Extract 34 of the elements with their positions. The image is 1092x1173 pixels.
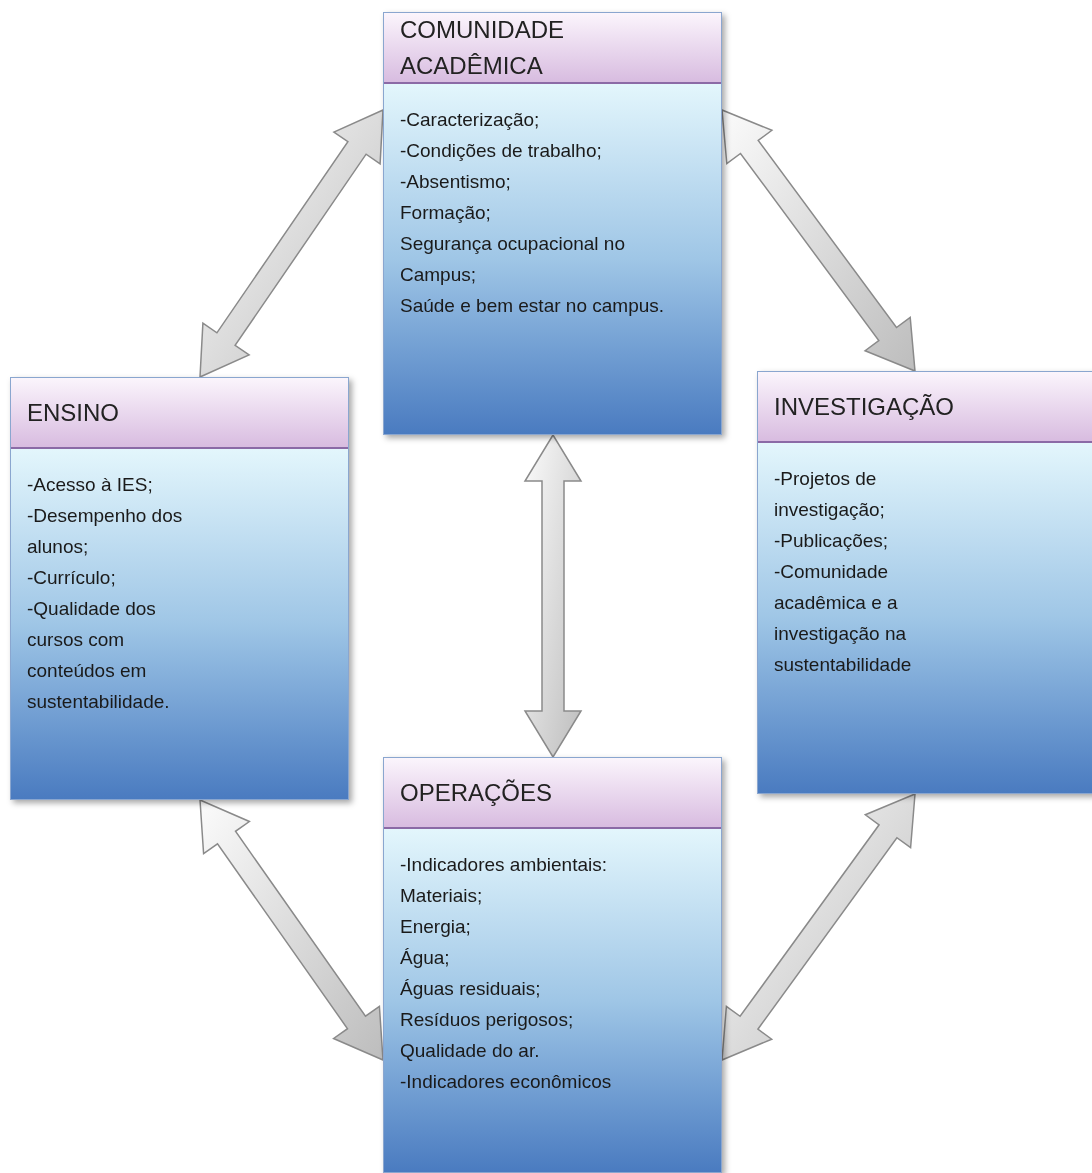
double-arrow	[721, 108, 916, 373]
list-item: Qualidade do ar.	[400, 1039, 541, 1063]
card	[383, 12, 722, 435]
list-item: -Indicadores ambientais:	[400, 853, 608, 877]
card-header: COMUNIDADE ACADÊMICA	[384, 13, 721, 84]
list-item: Energia;	[400, 915, 472, 939]
list-item: -Acesso à IES;	[27, 473, 154, 497]
list-item: Resíduos perigosos;	[400, 1008, 575, 1032]
list-item: -Condições de trabalho;	[400, 139, 603, 163]
list-item: Água;	[400, 946, 451, 970]
card	[10, 377, 349, 800]
list-item: -Caracterização;	[400, 108, 541, 132]
double-arrow	[523, 433, 583, 759]
card-header: ENSINO	[11, 378, 348, 449]
list-item: Saúde e bem estar no campus.	[400, 294, 666, 318]
list-item: Segurança ocupacional no Campus;	[400, 232, 626, 287]
list-item: -Qualidade dos cursos com conteúdos em sustentabilidade.	[27, 597, 171, 714]
card-header: INVESTIGAÇÃO	[758, 372, 1092, 443]
list-item: Materiais;	[400, 884, 484, 908]
list-item: -Currículo;	[27, 566, 117, 590]
list-item: -Projetos de investigação;	[774, 467, 886, 522]
list-item: -Publicações;	[774, 529, 890, 553]
list-item: Águas residuais;	[400, 977, 542, 1001]
double-arrow	[199, 108, 384, 379]
double-arrow	[199, 798, 384, 1062]
card-header: OPERAÇÕES	[384, 758, 721, 829]
card	[383, 757, 722, 1173]
list-item: -Comunidade acadêmica e a investigação na sustentabilidade	[774, 560, 913, 677]
list-item: -Absentismo;	[400, 170, 512, 194]
list-item: -Indicadores econômicos	[400, 1070, 613, 1094]
card	[757, 371, 1092, 794]
double-arrow	[721, 792, 916, 1062]
list-item: Formação;	[400, 201, 492, 225]
list-item: -Desempenho dos alunos;	[27, 504, 184, 559]
